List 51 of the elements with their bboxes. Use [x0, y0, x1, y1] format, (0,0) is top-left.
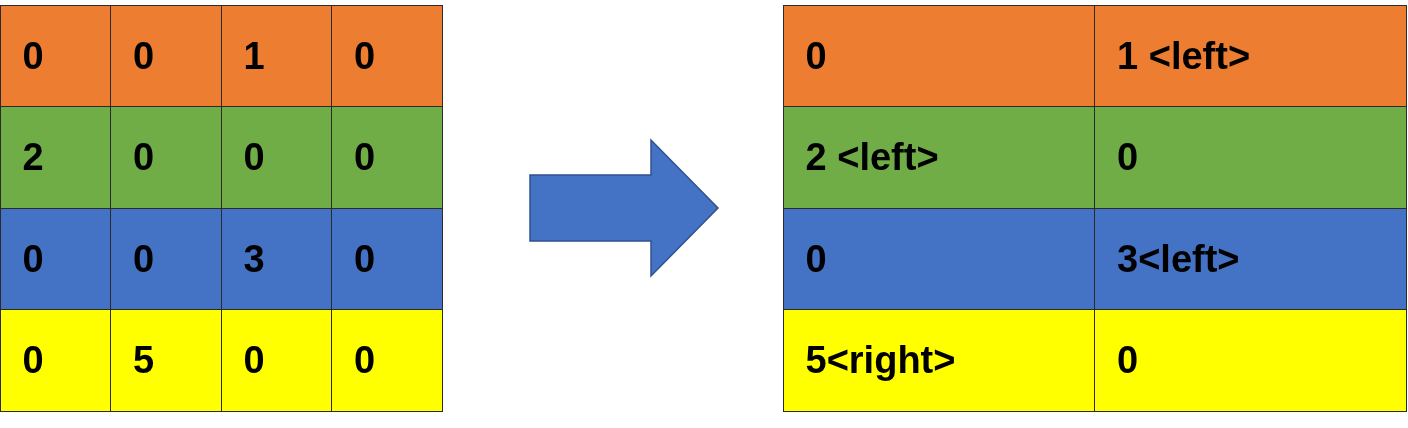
table-cell	[1094, 106, 1407, 209]
cell-value: 0	[22, 339, 44, 382]
table-cell	[331, 4, 443, 108]
block-arrow	[529, 138, 720, 278]
table-cell	[220, 309, 333, 412]
table-cell	[220, 106, 333, 209]
table-cell	[0, 4, 112, 108]
cell-value: 1 <left>	[1117, 34, 1251, 78]
table-cell	[331, 106, 443, 209]
cell-value: 0	[1117, 339, 1139, 382]
table-cell	[331, 309, 443, 412]
table-cell	[782, 309, 1096, 412]
cell-value: 0	[354, 237, 376, 281]
cell-value: 0	[354, 34, 376, 78]
table-cell	[220, 207, 333, 311]
table-cell	[110, 106, 222, 209]
table-cell	[220, 4, 333, 108]
cell-value: 3<left>	[1117, 237, 1240, 281]
cell-value: 0	[805, 237, 827, 281]
table-grid	[0, 5, 442, 411]
cell-value: 5	[133, 339, 155, 382]
table-cell	[0, 207, 112, 311]
cell-value: 2	[22, 136, 44, 179]
table-cell	[1094, 207, 1407, 311]
cell-value: 0	[133, 34, 155, 78]
cell-value: 0	[354, 136, 376, 179]
table-cell	[1094, 4, 1407, 108]
cell-value: 1	[243, 34, 265, 78]
cell-value: 0	[22, 34, 44, 78]
table-cell	[110, 207, 222, 311]
cell-value: 0	[243, 136, 265, 179]
cell-value: 5<right>	[805, 339, 956, 382]
table-cell	[782, 207, 1096, 311]
cell-value: 0	[1117, 136, 1139, 179]
table-cell	[0, 106, 112, 209]
cell-value: 0	[805, 34, 827, 78]
table-cell	[782, 4, 1096, 108]
cell-value: 0	[133, 136, 155, 179]
table-cell	[110, 309, 222, 412]
cell-value: 3	[243, 237, 265, 281]
table-cell	[110, 4, 222, 108]
table-cell	[1094, 309, 1407, 412]
cell-value: 0	[243, 339, 265, 382]
table-grid	[783, 5, 1406, 411]
table-cell	[0, 309, 112, 412]
table-cell	[782, 106, 1096, 209]
table-cell	[331, 207, 443, 311]
cell-value: 0	[133, 237, 155, 281]
cell-value: 0	[354, 339, 376, 382]
cell-value: 2 <left>	[805, 136, 939, 179]
cell-value: 0	[22, 237, 44, 281]
